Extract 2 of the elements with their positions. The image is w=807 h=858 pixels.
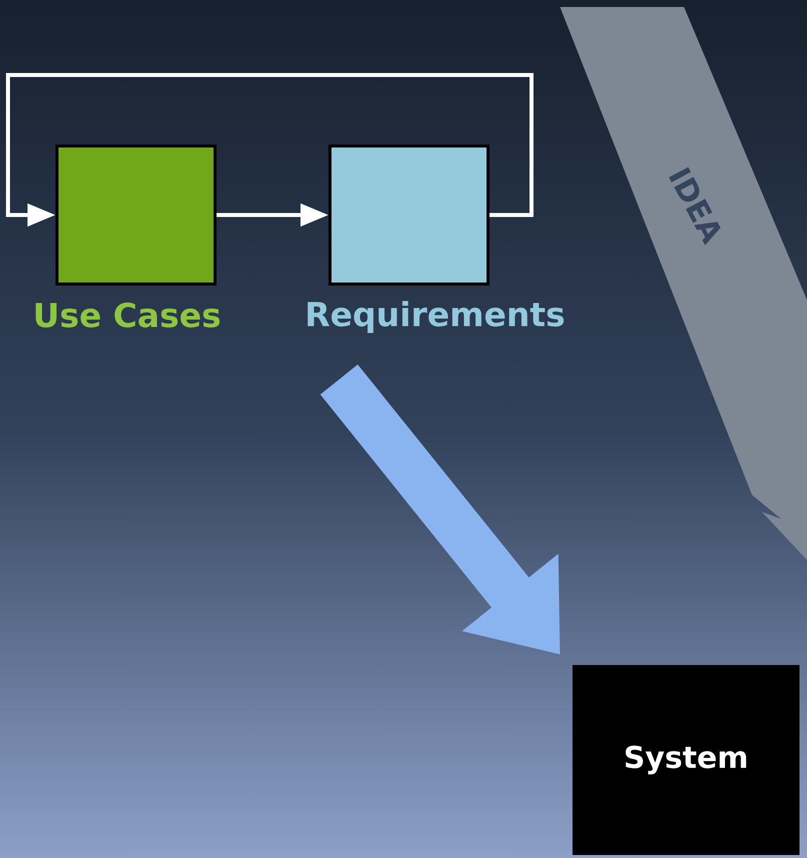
box-caption: Use Cases <box>36 302 220 328</box>
system-box: System <box>572 665 800 855</box>
